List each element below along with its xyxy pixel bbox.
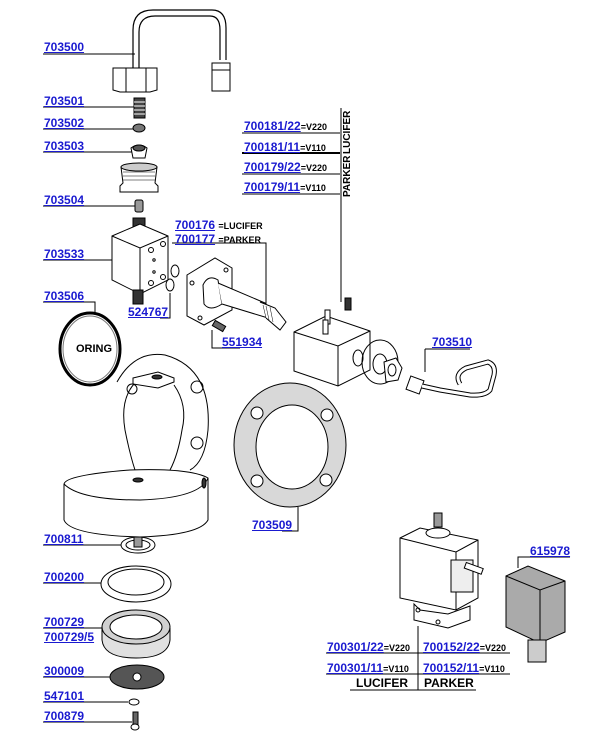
armature-row-parker: 700177 =PARKER (175, 233, 261, 247)
part-700181-22[interactable]: 700181/22 (244, 119, 301, 133)
part-703502[interactable]: 703502 (44, 116, 85, 130)
valve-row-parker-110: 700152/11=V110 (423, 662, 505, 676)
voltage-label: =V110 (300, 183, 326, 193)
voltage-label: =V220 (300, 163, 328, 173)
coil-row-1: 700181/22=V220 (244, 120, 327, 134)
valve-row-lucifer-110: 700301/11=V110 (327, 662, 409, 676)
leader-703509 (282, 507, 299, 532)
armature-brand-parker: =PARKER (218, 235, 261, 245)
screen-300009 (109, 664, 165, 690)
diffuser-700811 (120, 536, 156, 554)
part-547101[interactable]: 547101 (44, 689, 85, 703)
coil-row-2: 700181/11=V110 (244, 141, 326, 155)
connector-615978 (505, 565, 566, 663)
valve-footer-parker: PARKER (424, 676, 474, 690)
valve-table-lines (326, 626, 510, 691)
voltage-label: =V220 (479, 643, 507, 653)
part-615978[interactable]: 615978 (530, 544, 571, 558)
oring-small-a (170, 264, 180, 278)
leader-524767 (160, 293, 171, 319)
valve-assembly (399, 512, 484, 629)
voltage-label: =V110 (479, 664, 505, 674)
oring-703506 (58, 311, 122, 387)
part-703500[interactable]: 703500 (44, 40, 85, 54)
coil-row-4: 700179/11=V110 (244, 181, 326, 195)
oring-label: ORING (76, 343, 113, 355)
tube-703510 (405, 359, 497, 398)
part-703509[interactable]: 703509 (252, 518, 293, 532)
part-700179-11[interactable]: 700179/11 (244, 180, 301, 194)
part-700200[interactable]: 700200 (44, 570, 85, 584)
part-703506[interactable]: 703506 (44, 289, 85, 303)
gasket-700729 (101, 609, 171, 659)
group-body (63, 353, 209, 538)
part-700152-11[interactable]: 700152/11 (423, 661, 480, 675)
screw-700879 (130, 711, 140, 731)
gasket-700200 (100, 565, 172, 603)
part-551934[interactable]: 551934 (222, 335, 263, 349)
voltage-label: =V110 (383, 664, 409, 674)
voltage-label: =V220 (383, 643, 411, 653)
gasket-703509 (233, 382, 347, 508)
part-700179-22[interactable]: 700179/22 (244, 160, 301, 174)
part-700301-11[interactable]: 700301/11 (327, 661, 384, 675)
part-703510[interactable]: 703510 (432, 335, 473, 349)
screw-551934 (211, 319, 227, 333)
part-700176[interactable]: 700176 (175, 218, 216, 232)
part-703501[interactable]: 703501 (44, 94, 85, 108)
oring-small-b (165, 278, 175, 292)
part-700811[interactable]: 700811 (44, 532, 84, 546)
leader-703506 (43, 301, 96, 315)
valve-footer-lucifer: LUCIFER (356, 676, 408, 690)
washer-547101 (128, 698, 140, 706)
part-300009[interactable]: 300009 (44, 664, 85, 678)
valve-row-lucifer-220: 700301/22=V220 (327, 641, 410, 655)
coil (293, 297, 403, 387)
coil-brand-parker: PARKER (342, 155, 353, 197)
part-703504[interactable]: 703504 (44, 193, 85, 207)
armature-row-lucifer: 700176 =LUCIFER (175, 219, 263, 233)
spring-703501 (133, 97, 146, 119)
voltage-label: =V220 (300, 122, 328, 132)
coil-row-3: 700179/22=V220 (244, 161, 327, 175)
disc-703502 (132, 123, 146, 133)
leader-551934 (211, 330, 240, 349)
armature-tube (186, 257, 287, 331)
part-524767[interactable]: 524767 (128, 305, 169, 319)
valve-row-parker-220: 700152/22=V220 (423, 641, 506, 655)
valve-block-703533 (111, 217, 169, 305)
part-700879[interactable]: 700879 (44, 709, 85, 723)
leader-armature (172, 242, 267, 305)
coil-table-lines (242, 108, 342, 302)
voltage-label: =V110 (300, 143, 326, 153)
leader-615978 (517, 556, 570, 568)
part-700729-5[interactable]: 700729/5 (44, 630, 95, 644)
coil-brand-lucifer: LUCIFER (342, 110, 353, 154)
part-700729[interactable]: 700729 (44, 615, 85, 629)
armature-brand-lucifer: =LUCIFER (218, 221, 263, 231)
part-700181-11[interactable]: 700181/11 (244, 140, 301, 154)
part-700301-22[interactable]: 700301/22 (327, 640, 384, 654)
fitting (119, 166, 159, 193)
tube-703500 (132, 9, 227, 73)
part-703503[interactable]: 703503 (44, 139, 85, 153)
part-703533[interactable]: 703533 (44, 247, 85, 261)
part-700152-22[interactable]: 700152/22 (423, 640, 480, 654)
part-700177[interactable]: 700177 (175, 232, 216, 246)
jet-703504 (134, 199, 144, 213)
